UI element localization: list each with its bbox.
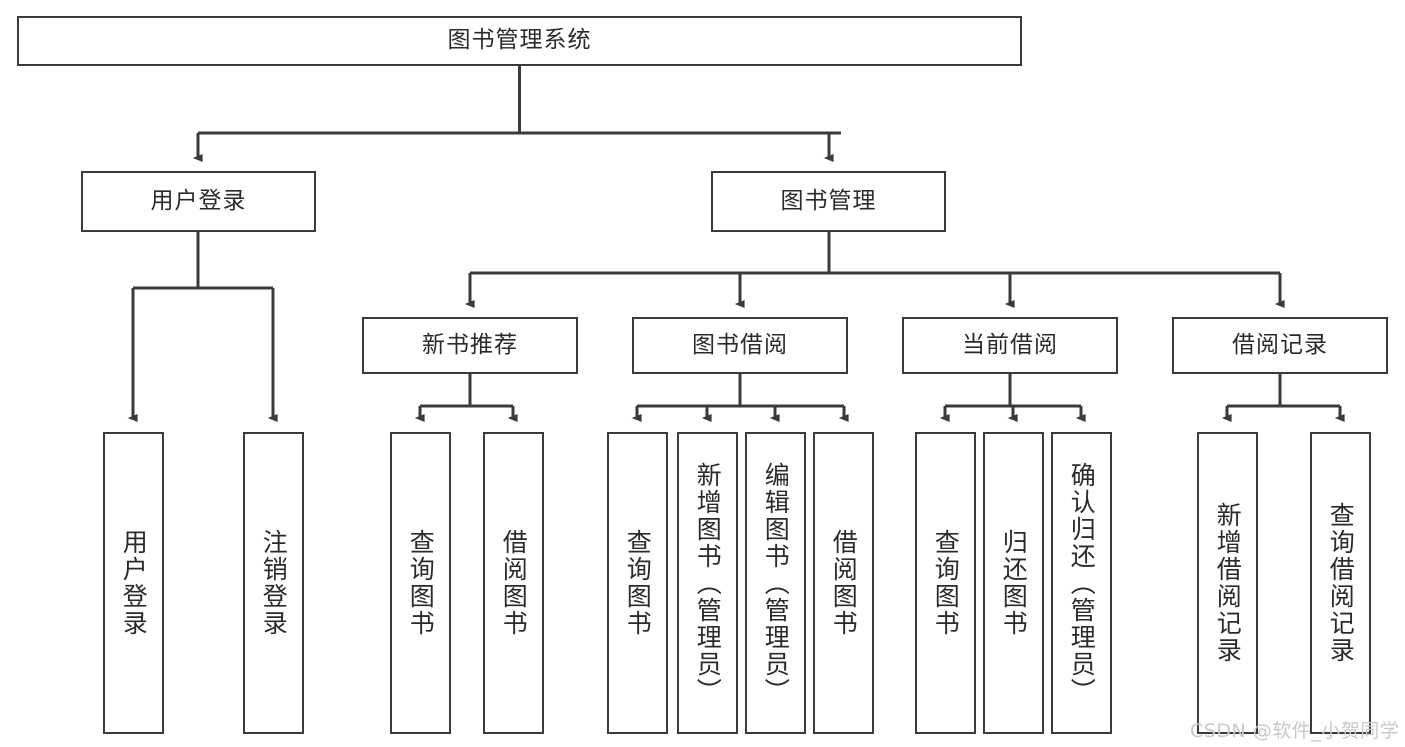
csdn-watermark: CSDN @软件_小贺同学: [1190, 720, 1400, 742]
node-label: 查询图书: [406, 529, 436, 637]
node-current-borrow[interactable]: 当前借阅: [902, 317, 1118, 374]
node-label: 新增图书（管理员）: [693, 461, 723, 705]
leaf-confirm-return-admin[interactable]: 确认归还（管理员）: [1051, 432, 1112, 734]
leaf-add-book-admin[interactable]: 新增图书（管理员）: [677, 432, 738, 734]
node-label: 借阅记录: [1232, 331, 1328, 358]
node-label: 注销登录: [259, 529, 289, 637]
leaf-query-borrow-record[interactable]: 查询借阅记录: [1310, 432, 1371, 734]
node-label: 图书管理: [780, 187, 877, 214]
node-label: 借阅图书: [499, 529, 529, 637]
leaf-return-book[interactable]: 归还图书: [983, 432, 1044, 734]
leaf-new-book-query[interactable]: 查询图书: [390, 432, 451, 734]
node-label: 新书推荐: [422, 331, 518, 358]
leaf-current-query-book[interactable]: 查询图书: [915, 432, 976, 734]
node-label: 当前借阅: [962, 331, 1058, 358]
node-label: 查询图书: [931, 529, 961, 637]
leaf-logout[interactable]: 注销登录: [243, 432, 304, 734]
node-label: 确认归还（管理员）: [1067, 461, 1097, 705]
node-label: 查询借阅记录: [1326, 502, 1356, 664]
leaf-edit-book-admin[interactable]: 编辑图书（管理员）: [745, 432, 806, 734]
node-label: 用户登录: [150, 187, 247, 214]
leaf-new-book-borrow[interactable]: 借阅图书: [483, 432, 544, 734]
node-book-borrow[interactable]: 图书借阅: [632, 317, 848, 374]
node-label: 新增借阅记录: [1213, 502, 1243, 664]
leaf-borrow-query-book[interactable]: 查询图书: [607, 432, 668, 734]
node-label: 用户登录: [119, 529, 149, 637]
node-borrow-record[interactable]: 借阅记录: [1172, 317, 1388, 374]
node-label: 借阅图书: [829, 529, 859, 637]
node-label: 查询图书: [623, 529, 653, 637]
node-label: 归还图书: [999, 529, 1029, 637]
leaf-user-login[interactable]: 用户登录: [103, 432, 164, 734]
node-root-system[interactable]: 图书管理系统: [17, 16, 1022, 66]
node-label: 编辑图书（管理员）: [761, 461, 791, 705]
leaf-borrow-book[interactable]: 借阅图书: [813, 432, 874, 734]
leaf-add-borrow-record[interactable]: 新增借阅记录: [1197, 432, 1258, 734]
node-new-book-recommend[interactable]: 新书推荐: [362, 317, 578, 374]
node-book-management[interactable]: 图书管理: [711, 171, 946, 232]
node-label: 图书管理系统: [447, 27, 592, 54]
node-label: 图书借阅: [692, 331, 788, 358]
node-user-login[interactable]: 用户登录: [81, 171, 316, 232]
